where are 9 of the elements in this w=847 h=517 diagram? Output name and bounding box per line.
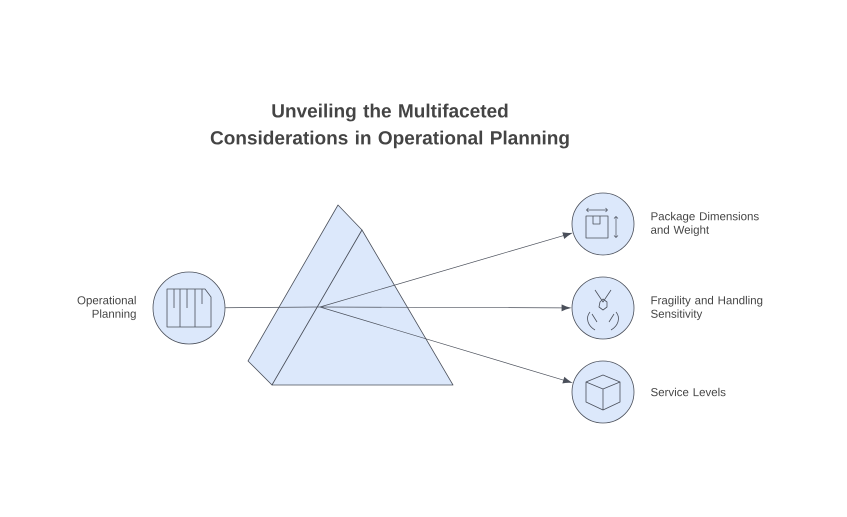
- node-label: Operational Planning: [78, 296, 136, 320]
- arrow: [320, 232, 572, 308]
- node-label: Fragility and Handling Sensitivity: [651, 296, 762, 320]
- node-label: Service Levels: [651, 388, 726, 396]
- prism-drawing: [248, 204, 454, 386]
- arrow: [320, 306, 572, 384]
- node-label: Package Dimensions and Weight: [651, 212, 759, 236]
- arrow: [320, 304, 570, 312]
- title: Unveiling the Multifaceted Considerations in Operational Planning: [210, 104, 569, 148]
